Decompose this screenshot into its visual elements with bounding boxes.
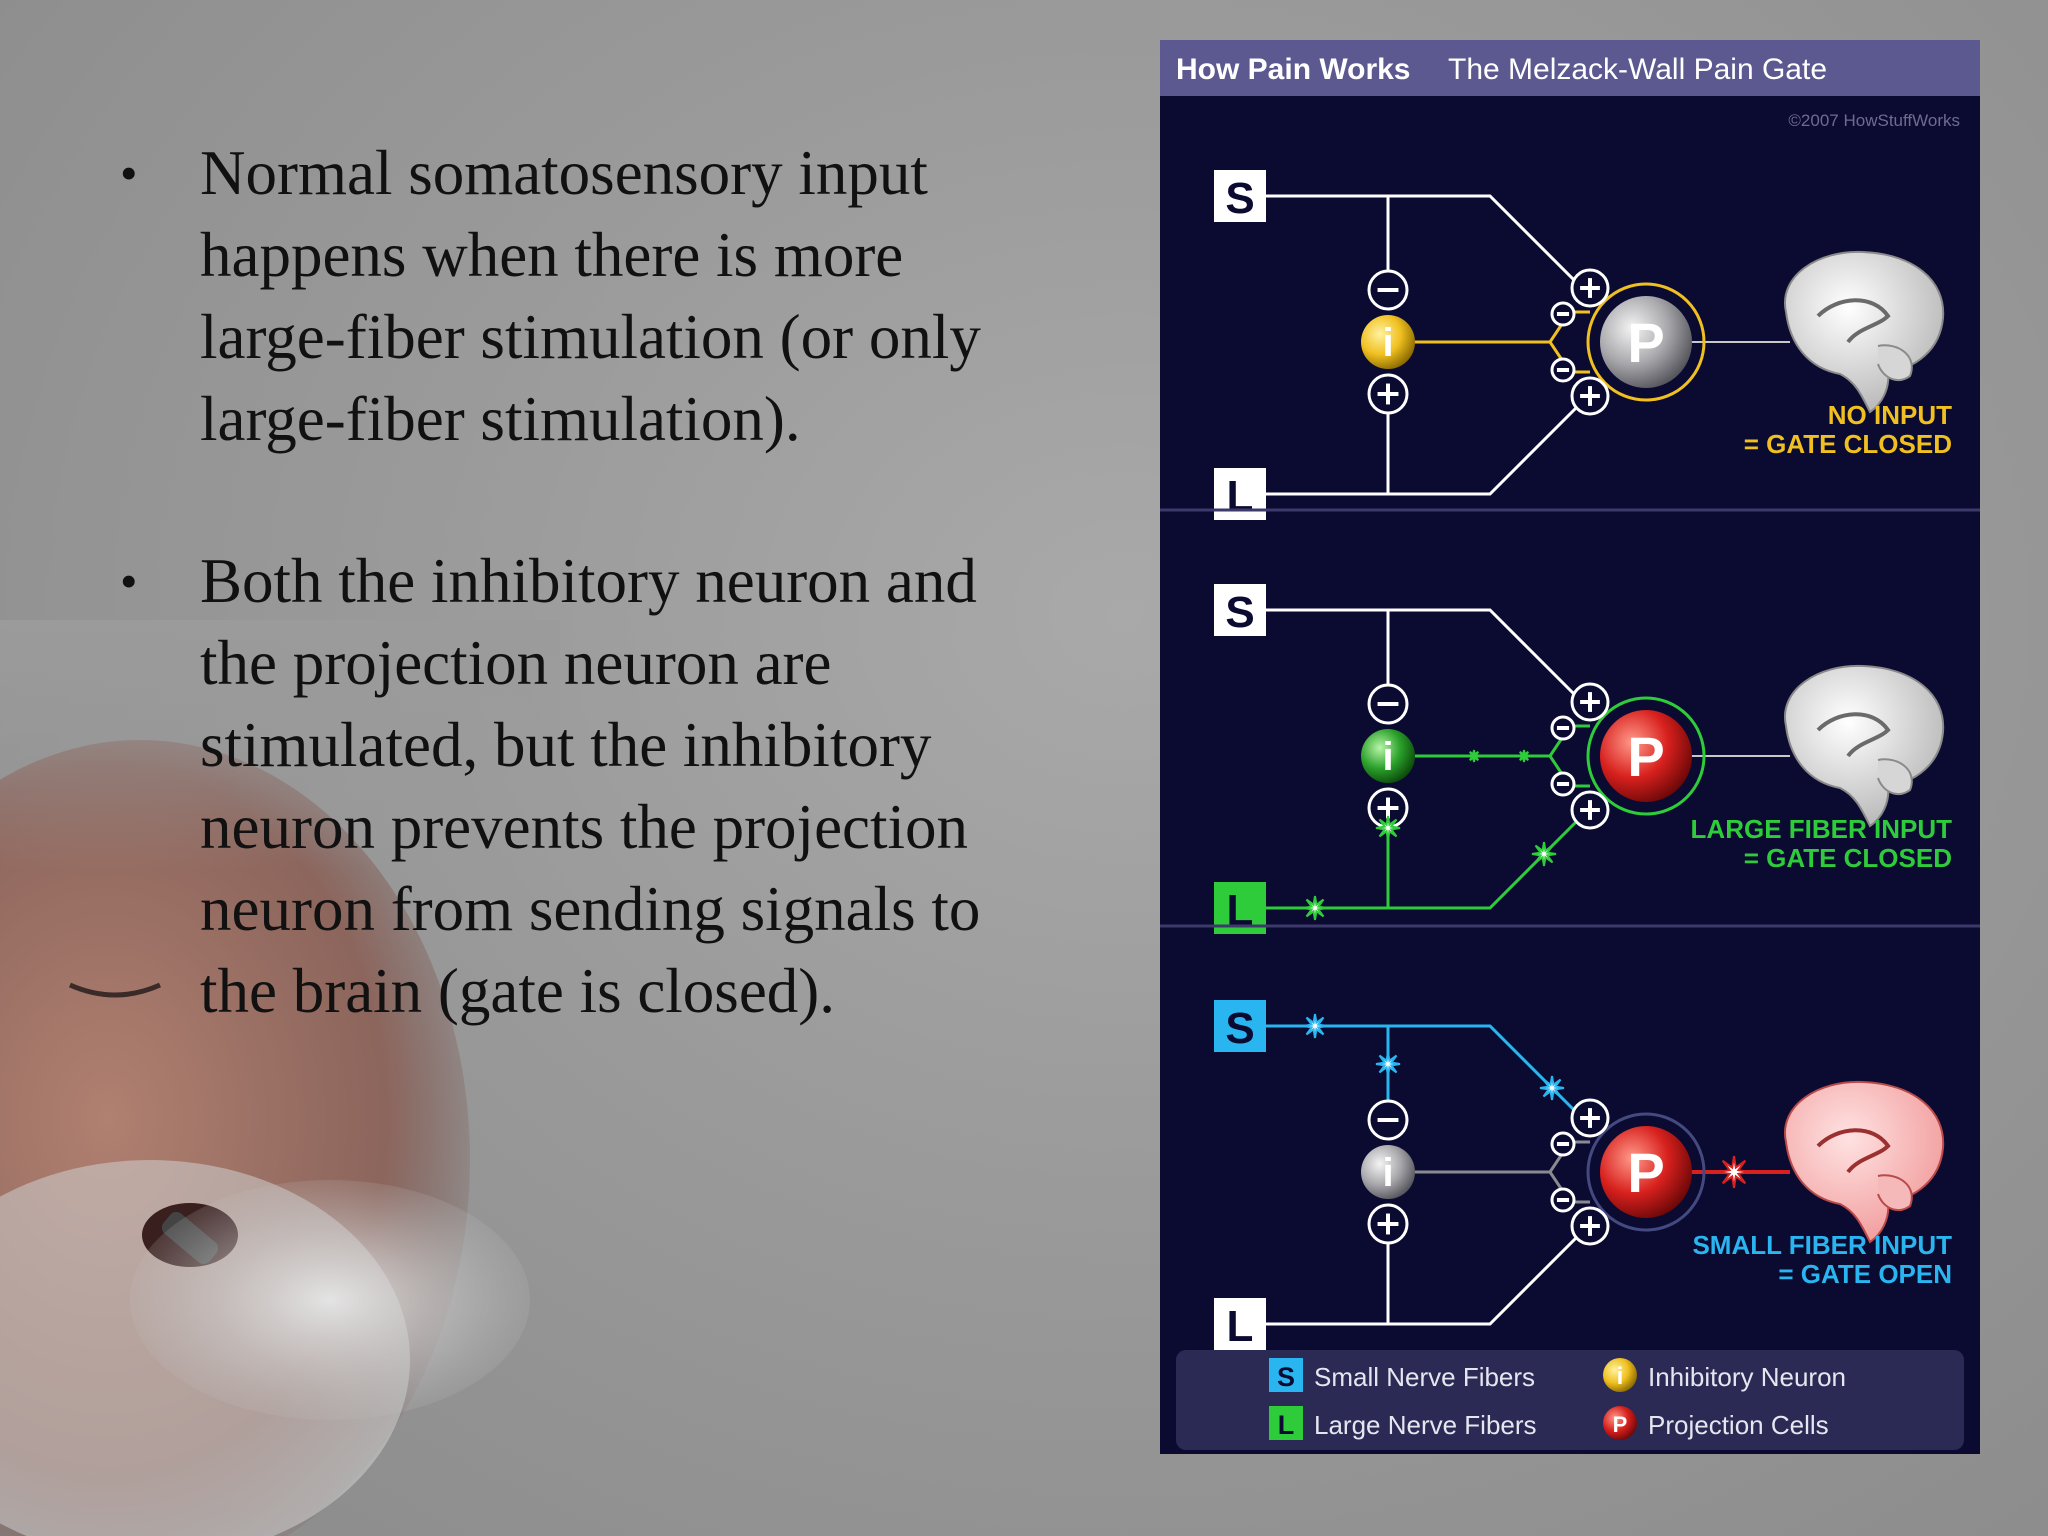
panel-caption-line2: = GATE CLOSED <box>1744 429 1952 459</box>
projection-neuron <box>1600 710 1692 802</box>
inhibitory-axon <box>1413 724 1590 758</box>
diagram-title-bold: How Pain Works <box>1176 53 1411 86</box>
projection-neuron <box>1600 1126 1692 1218</box>
signal-spark <box>1539 1075 1565 1101</box>
bullet-marker: • <box>120 145 138 201</box>
inhibitory-letter: i <box>1382 321 1393 365</box>
inhibitory-neuron <box>1361 729 1415 783</box>
bullet-text: Normal somatosensory input happens when … <box>200 138 981 454</box>
inhibitory-neuron <box>1361 1145 1415 1199</box>
small-fiber <box>1220 194 1592 298</box>
large-fiber-box <box>1214 1298 1266 1350</box>
panel-caption-line1: NO INPUT <box>1828 400 1952 430</box>
legend-box <box>1176 1350 1964 1450</box>
pain-gate-diagram: How Pain Works The Melzack-Wall Pain Gat… <box>1160 40 1980 1454</box>
diagram-header <box>1160 40 1980 96</box>
small-fiber-letter: S <box>1225 174 1254 223</box>
small-fiber-letter: S <box>1225 1004 1254 1053</box>
signal-spark <box>1717 1155 1751 1189</box>
panel-caption-line2: = GATE CLOSED <box>1744 843 1952 873</box>
legend: S Small Nerve Fibers L Large Nerve Fiber… <box>1176 1350 1964 1450</box>
inhibitory-axon <box>1413 1140 1590 1174</box>
legend-projection-icon <box>1603 1406 1637 1440</box>
signal-spark <box>1302 895 1328 921</box>
projection-halo <box>1586 1112 1706 1232</box>
signal-spark <box>1531 841 1557 867</box>
inhibitory-neuron <box>1361 315 1415 369</box>
projection-halo <box>1586 696 1706 816</box>
bullet-text: Both the inhibitory neuron and the proje… <box>200 546 981 1026</box>
legend-small-label: Small Nerve Fibers <box>1314 1362 1535 1392</box>
panel-caption-line1: SMALL FIBER INPUT <box>1692 1230 1952 1260</box>
legend-small-swatch <box>1269 1358 1303 1392</box>
bullet-item: • Both the inhibitory neuron and the pro… <box>120 540 1020 1032</box>
copyright-text: ©2007 HowStuffWorks <box>1788 111 1960 130</box>
legend-large-label: Large Nerve Fibers <box>1314 1410 1537 1440</box>
brain-icon <box>1783 664 1945 827</box>
signal-spark <box>1375 815 1401 841</box>
projection-halo <box>1586 282 1706 402</box>
legend-projection-label: Projection Cells <box>1648 1410 1829 1440</box>
legend-inhibitory-letter: i <box>1617 1363 1624 1390</box>
brain-icon <box>1783 1080 1945 1243</box>
legend-large-swatch <box>1269 1406 1303 1440</box>
projection-neuron <box>1600 296 1692 388</box>
large-fiber-letter: L <box>1227 472 1254 521</box>
large-fiber <box>1220 392 1592 496</box>
legend-projection-letter: P <box>1613 1412 1628 1437</box>
inhibitory-axon <box>1413 310 1590 344</box>
gate-panel: S Li P NO INPUT= GATE CLOSED <box>1214 170 1952 521</box>
projection-letter: P <box>1627 311 1664 374</box>
gate-panel: S Li P LARGE FIBER INPUT= GATE CLOSED <box>1160 508 1980 935</box>
large-fiber-letter: L <box>1227 1302 1254 1351</box>
large-fiber <box>1220 1222 1592 1326</box>
small-fiber <box>1220 608 1592 712</box>
inhibitory-letter: i <box>1382 1151 1393 1195</box>
brain-icon <box>1783 250 1945 413</box>
legend-large-letter: L <box>1278 1410 1295 1440</box>
small-fiber-letter: S <box>1225 588 1254 637</box>
projection-letter: P <box>1627 725 1664 788</box>
legend-inhibitory-icon <box>1603 1358 1637 1392</box>
signal-spark <box>1517 749 1531 763</box>
small-fiber-box <box>1214 584 1266 636</box>
bullet-list: • Normal somatosensory input happens whe… <box>120 132 1020 1032</box>
panel-caption-line2: = GATE OPEN <box>1778 1259 1952 1289</box>
gloved-hand <box>130 1180 530 1420</box>
signal-spark <box>1467 749 1481 763</box>
gate-panel: S Li P SMALL FIBER INPUT= GATE OPEN <box>1160 924 1980 1351</box>
panel-caption-line1: LARGE FIBER INPUT <box>1691 814 1953 844</box>
legend-small-letter: S <box>1277 1362 1295 1392</box>
bullet-item: • Normal somatosensory input happens whe… <box>120 132 1020 460</box>
signal-spark <box>1302 1013 1328 1039</box>
inhibitory-letter: i <box>1382 735 1393 779</box>
small-fiber-box <box>1214 1000 1266 1052</box>
bullet-marker: • <box>120 553 138 609</box>
legend-inhibitory-label: Inhibitory Neuron <box>1648 1362 1846 1392</box>
signal-spark <box>1375 1051 1401 1077</box>
closed-eye <box>68 982 162 998</box>
large-fiber-letter: L <box>1227 886 1254 935</box>
diagram-title: The Melzack-Wall Pain Gate <box>1448 53 1827 86</box>
small-fiber-box <box>1214 170 1266 222</box>
projection-letter: P <box>1627 1141 1664 1204</box>
